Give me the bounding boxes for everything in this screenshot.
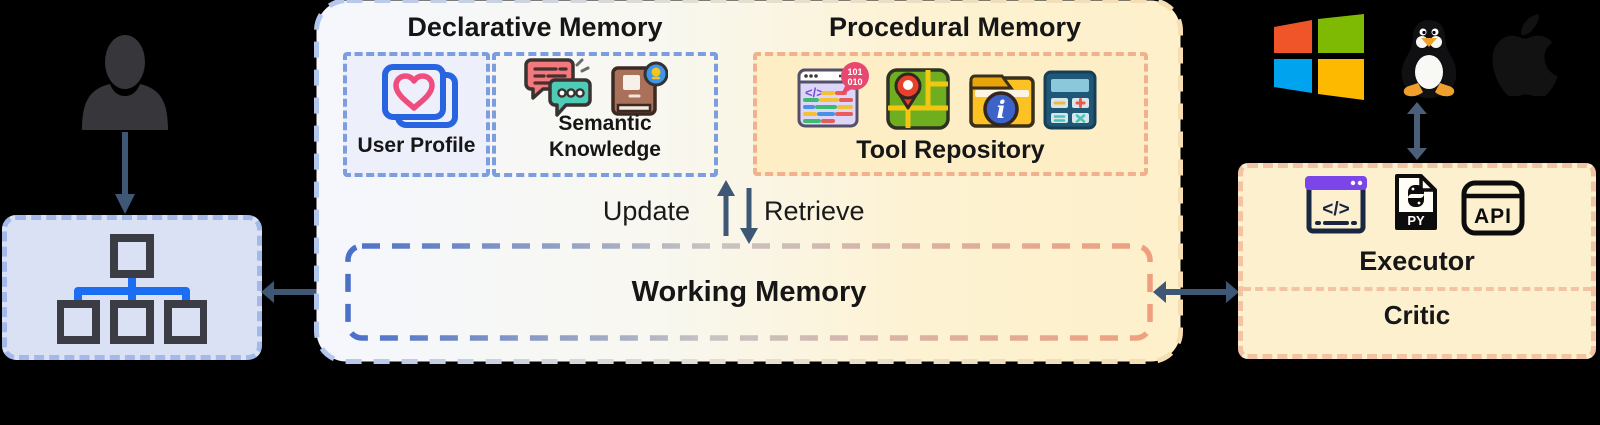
executor-critic-divider [1243, 287, 1591, 291]
retrieve-arrow-down-icon [740, 188, 758, 244]
apple-logo-icon [1492, 14, 1558, 96]
api-badge-label: API [1474, 205, 1512, 228]
semantic-knowledge-label-line2: Knowledge [548, 138, 661, 161]
procedural-memory-title: Procedural Memory [828, 12, 1082, 42]
windows-logo-icon [1274, 14, 1364, 100]
heart-cards-icon [382, 64, 458, 128]
executor-label: Executor [1359, 246, 1475, 276]
person-silhouette-icon [82, 35, 168, 130]
code-bubble-line2: 010 [847, 77, 862, 87]
planner-box [2, 215, 262, 360]
code-tag-glyph: </> [805, 85, 824, 100]
map-pin-icon [886, 68, 950, 130]
semantic-knowledge-box [492, 52, 718, 177]
hierarchy-org-chart-icon [57, 234, 207, 344]
working-memory-box [345, 243, 1153, 341]
python-file-icon: PY [1395, 174, 1437, 230]
update-label: Update [602, 196, 690, 226]
calculator-icon [1043, 70, 1097, 130]
chat-bubbles-icon [524, 58, 592, 117]
code-bubble-line1: 101 [847, 67, 862, 77]
tux-penguin-icon [1401, 20, 1457, 98]
api-badge-icon: API [1461, 180, 1525, 236]
retrieve-label: Retrieve [764, 196, 865, 226]
arrow-down-icon [115, 132, 135, 214]
info-folder-icon: i [969, 74, 1035, 128]
info-glyph: i [996, 95, 1005, 124]
update-arrow-up-icon [717, 180, 735, 236]
double-arrow-horizontal-right-icon [1153, 281, 1239, 303]
semantic-knowledge-label-line1: Semantic [558, 112, 652, 135]
code-tag-window-icon: </> [1305, 176, 1367, 234]
code-window-icon: </> 101 010 [797, 62, 869, 128]
working-memory-title: Working Memory [631, 275, 867, 308]
tool-repository-label: Tool Repository [856, 136, 1045, 164]
executor-code-tag: </> [1322, 199, 1349, 220]
declarative-memory-title: Declarative Memory [407, 12, 663, 42]
double-arrow-vertical-icon [1407, 102, 1427, 160]
python-badge-label: PY [1407, 213, 1425, 228]
critic-label: Critic [1383, 300, 1451, 330]
user-profile-label: User Profile [357, 134, 476, 157]
book-lightbulb-icon [611, 61, 668, 116]
